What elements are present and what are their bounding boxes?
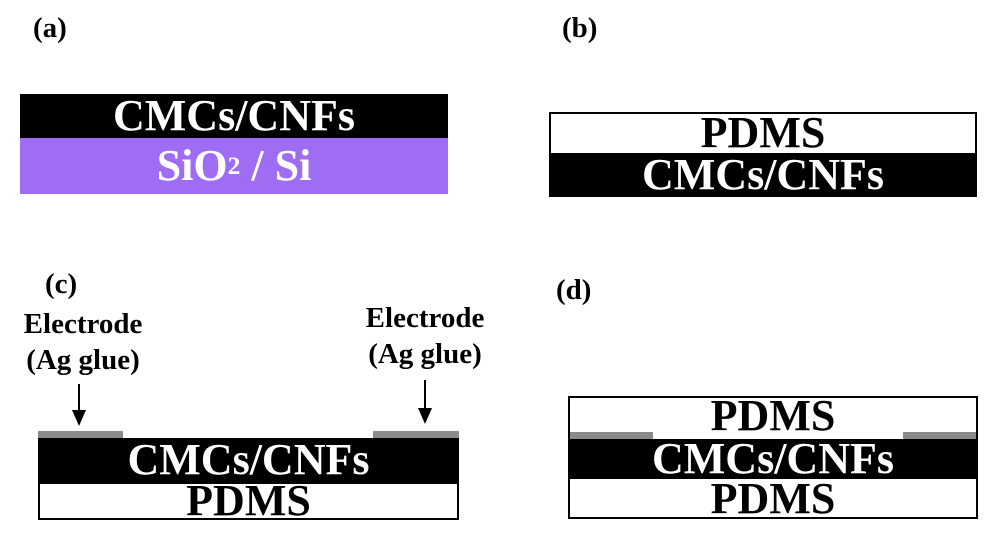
panel-a-substrate-rest: / Si <box>240 141 312 190</box>
panel-d-pdms-top-layer: PDMS <box>568 393 978 437</box>
panel-c-label: (c) <box>45 268 78 300</box>
panel-d-outline <box>568 396 978 519</box>
electrode-left-callout: Electrode (Ag glue) <box>23 308 143 377</box>
panel-b-outline <box>549 112 977 197</box>
panel-a-label: (a) <box>33 12 67 44</box>
panel-b-label: (b) <box>562 12 598 44</box>
panel-b-cnf-layer: CMCs/CNFs <box>549 153 977 197</box>
panel-d-electrode-left <box>568 432 653 439</box>
panel-a-cnf-layer: CMCs/CNFs <box>20 94 448 138</box>
panel-d-label: (d) <box>556 274 592 306</box>
panel-c-pdms-outline <box>38 482 459 520</box>
electrode-right-callout: Electrode (Ag glue) <box>365 302 485 371</box>
panel-d-pdms-bottom-layer: PDMS <box>568 477 978 521</box>
panel-c-pdms-layer: PDMS <box>38 479 459 523</box>
electrode-left-arrow <box>78 384 80 412</box>
panel-b-pdms-layer: PDMS <box>549 110 977 154</box>
panel-a-substrate-main: SiO <box>156 141 228 190</box>
panel-d-cnf-layer: CMCs/CNFs <box>568 437 978 481</box>
electrode-right-arrow <box>424 380 426 410</box>
panel-c-electrode-left <box>38 431 123 438</box>
panel-c-electrode-right <box>373 431 459 438</box>
electrode-right-arrow-head <box>418 408 432 424</box>
panel-d-electrode-right <box>903 432 978 439</box>
panel-c-cnf-layer: CMCs/CNFs <box>38 438 459 482</box>
electrode-left-arrow-head <box>72 410 86 426</box>
